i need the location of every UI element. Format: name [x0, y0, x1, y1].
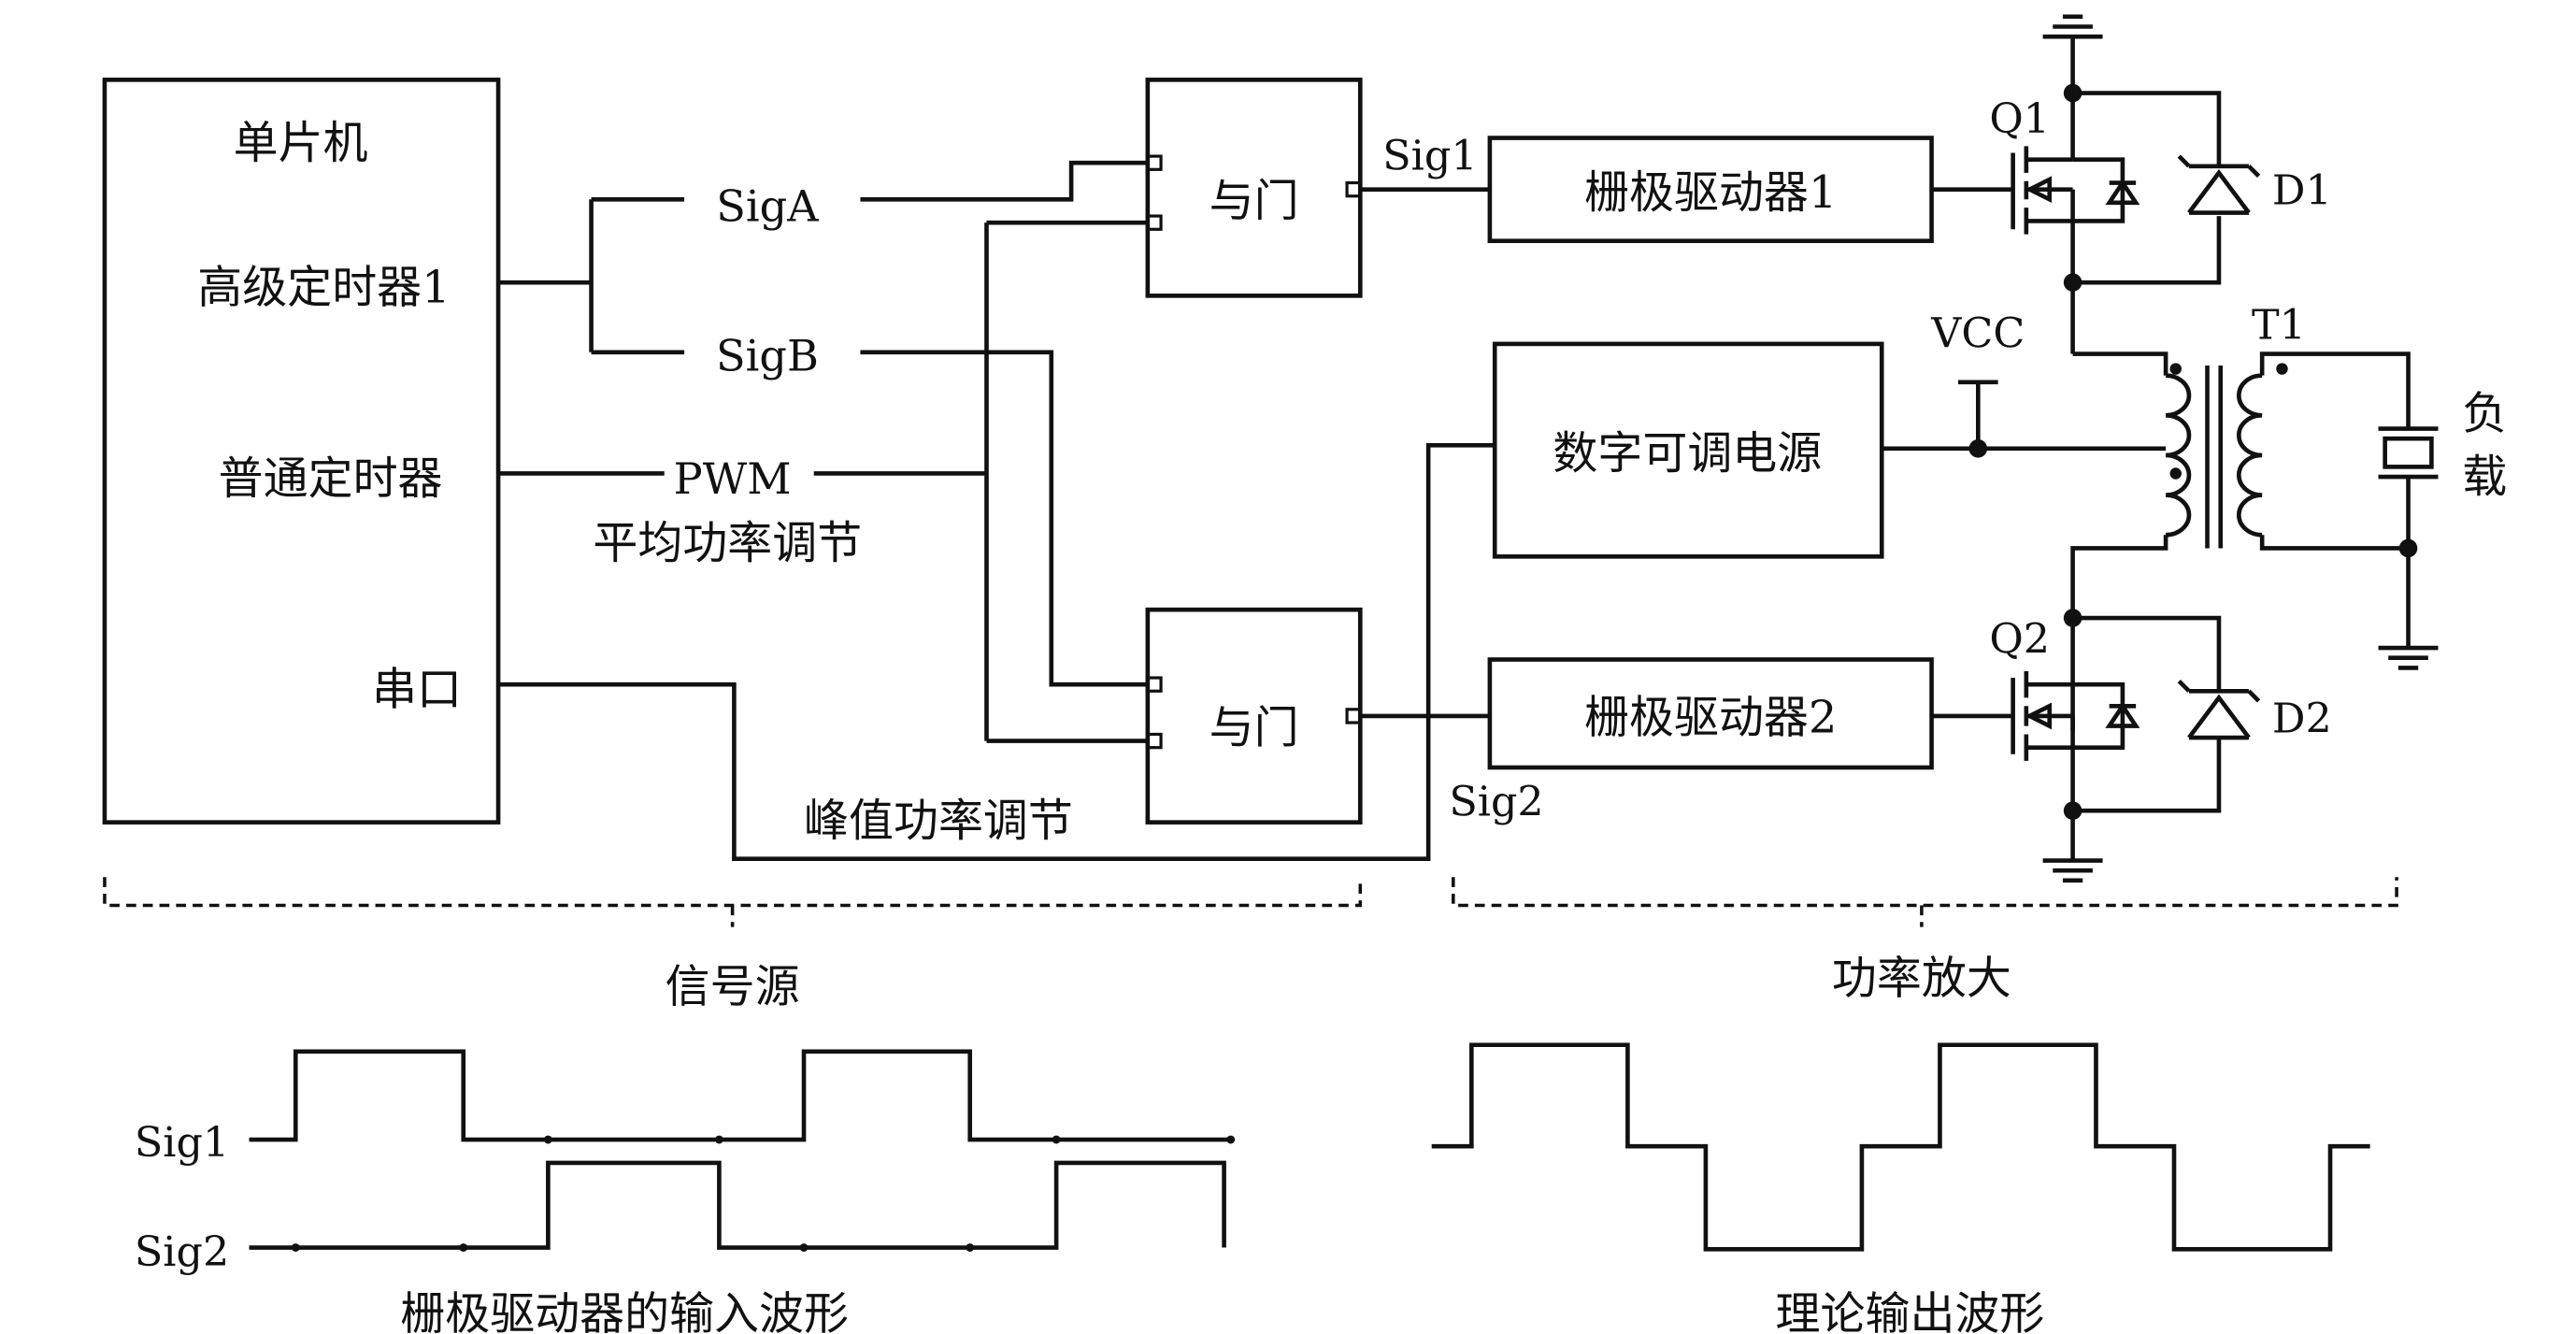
- and-gate-1-in1: [1146, 154, 1163, 171]
- power-amp-group-label: 功率放大: [1832, 953, 2011, 1005]
- vcc-symbol: [1957, 380, 1998, 449]
- output-waveform: [1431, 1042, 2370, 1252]
- waveform-marker: [1226, 1135, 1236, 1144]
- peak-power-wire: [498, 442, 1496, 862]
- advanced-timer-label: 高级定时器1: [197, 261, 450, 313]
- d2-label: D2: [2272, 696, 2332, 743]
- q1-upper-rail: [2070, 60, 2222, 166]
- timer1-output-wire: [498, 196, 685, 355]
- coil-dot: [2169, 467, 2182, 480]
- junction-dot: [2398, 538, 2418, 558]
- junction-dot: [1968, 439, 1988, 458]
- q1-arrow: [2025, 176, 2053, 204]
- and-gate-1-in2: [1146, 214, 1163, 231]
- general-timer-label: 普通定时器: [219, 452, 443, 505]
- peak-power-label: 峰值功率调节: [804, 795, 1073, 847]
- gate-driver-2-label: 栅极驱动器2: [1584, 692, 1837, 744]
- sig-a-wire: [860, 160, 1148, 202]
- load-label-2: 载: [2462, 451, 2507, 503]
- junction-dot: [2063, 273, 2082, 292]
- pwm-desc-label: 平均功率调节: [593, 517, 862, 569]
- junction-dot: [2063, 609, 2082, 627]
- waveform-marker: [714, 1135, 723, 1144]
- power-amp-brace: [1452, 877, 2398, 927]
- d2-tvs: [2177, 679, 2261, 740]
- t1-secondary-coil: [2237, 373, 2263, 538]
- junction-dot: [2063, 801, 2082, 820]
- waveform-sig1-label: Sig1: [135, 1119, 229, 1167]
- coil-dot: [2276, 363, 2288, 375]
- pwm-label: PWM: [674, 453, 792, 504]
- waveform-marker: [966, 1243, 975, 1252]
- q2-body-diode: [2072, 681, 2140, 750]
- and-gate-2-label: 与门: [1209, 701, 1299, 753]
- waveform-marker: [543, 1135, 552, 1144]
- sig-a-label: SigA: [716, 180, 819, 231]
- t1-core: [2205, 365, 2224, 549]
- sig-b-wire: [860, 350, 1148, 687]
- waveform-sig2-label: Sig2: [135, 1228, 229, 1276]
- waveform-marker: [291, 1243, 300, 1252]
- and-gate-1-label: 与门: [1209, 175, 1299, 227]
- mcu-title: 单片机: [234, 117, 368, 169]
- right-ground-icon: [2378, 644, 2439, 670]
- gate-driver-2-box: [1487, 657, 1934, 770]
- t1-primary-top-wire: [2072, 351, 2168, 376]
- t1-primary-bottom-wire: [2070, 535, 2168, 731]
- signal-source-group-label: 信号源: [665, 961, 800, 1013]
- mcu-box: [102, 78, 501, 825]
- serial-port-label: 串口: [372, 663, 462, 715]
- q2-upper-rail: [2072, 615, 2222, 692]
- t1-primary-coil: [2166, 373, 2192, 538]
- q2-label: Q2: [1989, 615, 2050, 663]
- waveform-marker: [459, 1243, 468, 1252]
- waveform-marker: [799, 1243, 809, 1252]
- signal-source-brace: [103, 877, 1363, 927]
- bottom-ground-icon: [2042, 858, 2103, 883]
- t1-label: T1: [2252, 302, 2306, 350]
- vcc-label: VCC: [1930, 309, 2025, 357]
- output-waveform-caption: 理论输出波形: [1776, 1288, 2045, 1334]
- waveform-marker: [1052, 1135, 1061, 1144]
- load-icon: [2378, 426, 2439, 480]
- t1-secondary-wires: [2259, 351, 2411, 645]
- digital-psu-label: 数字可调电源: [1553, 427, 1822, 480]
- junction-dot: [2063, 83, 2082, 103]
- q1-label: Q1: [1989, 95, 2050, 143]
- q2-arrow: [2025, 702, 2053, 730]
- sig1-waveform: [249, 1049, 1231, 1142]
- q2-lower-rail: [2070, 738, 2222, 861]
- sig2-label: Sig2: [1449, 779, 1543, 826]
- top-ground-icon: [2042, 14, 2103, 61]
- sig1-label: Sig1: [1382, 132, 1477, 179]
- coil-dot: [2169, 363, 2182, 375]
- d1-tvs: [2177, 154, 2261, 215]
- sig-b-label: SigB: [716, 330, 819, 380]
- q1-lower-rail: [2070, 216, 2222, 354]
- and-gate-2-in1: [1146, 676, 1163, 693]
- d1-label: D1: [2272, 167, 2332, 215]
- load-label-1: 负: [2462, 388, 2507, 440]
- and-gate-2-in2: [1146, 732, 1163, 750]
- pwm-wire: [498, 220, 1148, 743]
- gate-driver-1-label: 栅极驱动器1: [1584, 166, 1837, 219]
- q1-body-diode: [2072, 157, 2140, 223]
- input-waveform-caption: 栅极驱动器的输入波形: [400, 1288, 849, 1334]
- sig2-waveform: [249, 1160, 1226, 1250]
- load-crystal: [2383, 436, 2434, 469]
